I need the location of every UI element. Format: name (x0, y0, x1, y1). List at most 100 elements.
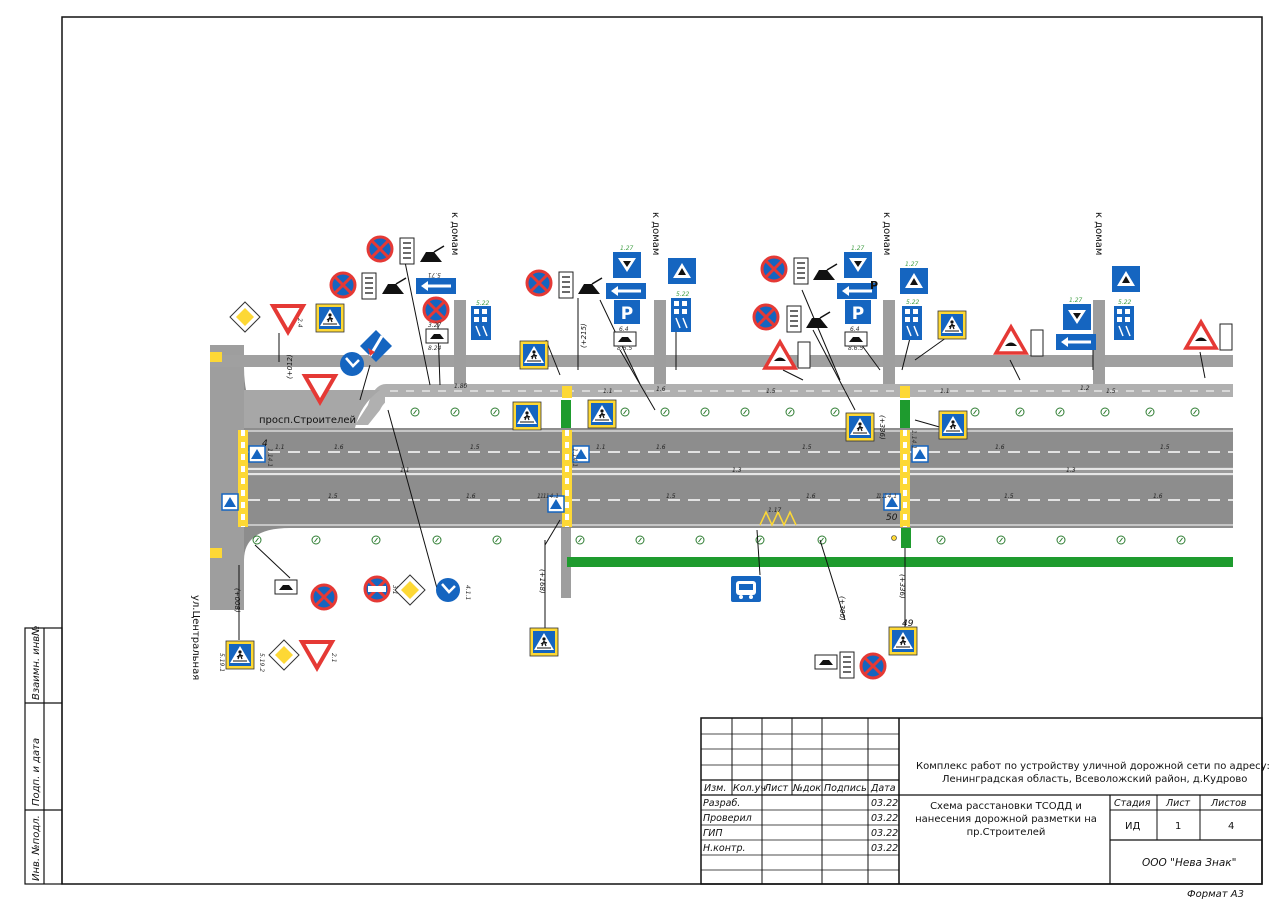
marking-label: 1.1 (940, 388, 950, 395)
side-stamp-podp: Подп. и дата (31, 738, 42, 806)
sign-code-green: 1.27 (1069, 297, 1083, 304)
sign-code: 5.19.2 (258, 653, 265, 672)
tb-header: Дата (870, 783, 896, 794)
tb-project-line1: Комплекс работ по устройству уличной дор… (916, 761, 1270, 772)
sign-code: 6.4 (850, 326, 860, 333)
marking-label: 1.5 (328, 493, 338, 500)
sign-number: 50 (886, 513, 898, 523)
sign-code: 4.1.1 (464, 585, 471, 600)
marking-label: 1.3 (732, 467, 742, 474)
sign-code: 3.27 (428, 322, 442, 329)
chainage-label: (+012) (286, 354, 294, 379)
sign-number: 49 (902, 619, 914, 629)
tb-sheets-value: 4 (1228, 821, 1234, 832)
sign-code: 1.14.1 (266, 448, 273, 467)
tb-header: Изм. (704, 783, 726, 794)
sign-code-green: 5.22 (476, 300, 490, 307)
chainage-label: (+336) (878, 415, 886, 440)
marking-label: 1.6 (334, 444, 344, 451)
marking-label: 1.1 (537, 493, 547, 500)
marking-label: 1.5 (766, 388, 776, 395)
marking-label: 1.5 (470, 444, 480, 451)
service-road (355, 384, 1233, 425)
tb-role: Разраб. (703, 798, 740, 809)
tb-project-line2: Ленинградская область, Всеволожский райо… (942, 774, 1247, 785)
to-houses-label: к домам (449, 212, 460, 255)
tb-date: 03.22 (871, 813, 898, 824)
sign-code: 5.71 (428, 271, 441, 278)
sign-code: 1.14.1 (910, 430, 917, 449)
title-block (700, 717, 1263, 885)
trees-row-south (252, 535, 1186, 545)
marking-label: 1.5 (802, 444, 812, 451)
tb-header: Кол.уч (733, 783, 766, 794)
marking-label: 1.6 (995, 444, 1005, 451)
marking-label: 1.1 (603, 388, 613, 395)
zigzag-marking (759, 510, 797, 527)
tb-sheet-label: Лист (1165, 798, 1191, 809)
side-stamp-inv-podl: Инв. №подл. (31, 815, 42, 881)
chainage-label: (+168) (538, 569, 546, 594)
marking-label: 1.2 (1080, 385, 1090, 392)
sign-code: 6.4 (619, 326, 629, 333)
tb-header: Подпись (824, 783, 867, 794)
sign-code-green: 5.22 (906, 299, 920, 306)
street-name-cross: ул.Центральная (190, 595, 201, 680)
marking-label: 1.1 (275, 444, 285, 451)
marking-label: 1.5 (1160, 444, 1170, 451)
side-stamp (24, 627, 63, 885)
tb-sheets-label: Листов (1210, 798, 1247, 809)
tb-sheet-title-2: нанесения дорожной разметки на (915, 814, 1097, 825)
tb-company: ООО "Нева Знак" (1142, 857, 1236, 869)
to-houses-label: к домам (1093, 212, 1104, 255)
street-name-main: просп.Строителей (259, 415, 356, 426)
sign-number: 4 (262, 439, 268, 449)
chainage-label: (+336) (898, 574, 906, 599)
sign-code: 8.6.5 (617, 345, 632, 352)
sheet-frame (61, 16, 1263, 885)
sign-code: 1.14.1 (878, 493, 897, 500)
format-label: Формат А3 (1187, 889, 1244, 900)
marking-label: 1.5 (1004, 493, 1014, 500)
sign-code: 3.1 (391, 585, 398, 595)
tb-stage-value: ИД (1125, 821, 1140, 832)
tb-role: Н.контр. (703, 843, 746, 854)
sign-code: 1.14.1 (571, 448, 578, 467)
side-stamp-inv-vz: Взаимн. инв№ (31, 625, 42, 700)
tb-date: 03.22 (871, 843, 898, 854)
tb-header: Лист (763, 783, 789, 794)
sign-code: 2.4 (296, 318, 303, 328)
marking-label: 1.5 (666, 493, 676, 500)
sign-code: 8.24 (428, 345, 442, 352)
marking-label: 1.17 (768, 507, 782, 514)
tb-sheet-title-1: Схема расстановки ТСОДД и (930, 801, 1082, 812)
lawn-strip-south (567, 557, 1233, 567)
marking-label: 1.1 (876, 493, 886, 500)
to-houses-label: к домам (650, 212, 661, 255)
marking-label: 1.3 (1066, 467, 1076, 474)
zebra-crossings (210, 352, 910, 558)
marking-label: 1.6 (656, 444, 666, 451)
tb-role: ГИП (703, 828, 723, 839)
main-carriageway (244, 428, 1233, 528)
marking-label: 1.5 (1106, 388, 1116, 395)
chainage-label: (+215) (580, 323, 588, 348)
sign-code-green: 1.27 (851, 245, 865, 252)
sign-text: P (870, 279, 878, 292)
marking-label: 1.1 (596, 444, 606, 451)
marking-label: 1.6 (1153, 493, 1163, 500)
tb-sheet-title-3: пр.Строителей (967, 827, 1046, 838)
sign-code: 1.14.1 (540, 493, 559, 500)
chainage-label: (+300) (838, 596, 846, 621)
tb-sheet-value: 1 (1175, 821, 1181, 832)
sign-code-green: 5.22 (1118, 299, 1132, 306)
tb-date: 03.22 (871, 798, 898, 809)
tb-role: Проверил (703, 813, 752, 824)
sign-code-green: 1.27 (620, 245, 634, 252)
marking-label: 1.6 (656, 386, 666, 393)
sign-code-green: 1.27 (905, 261, 919, 268)
to-houses-label: к домам (881, 212, 892, 255)
chainage-label: (+008) (233, 588, 241, 613)
sign-code-green: 5.22 (676, 291, 690, 298)
